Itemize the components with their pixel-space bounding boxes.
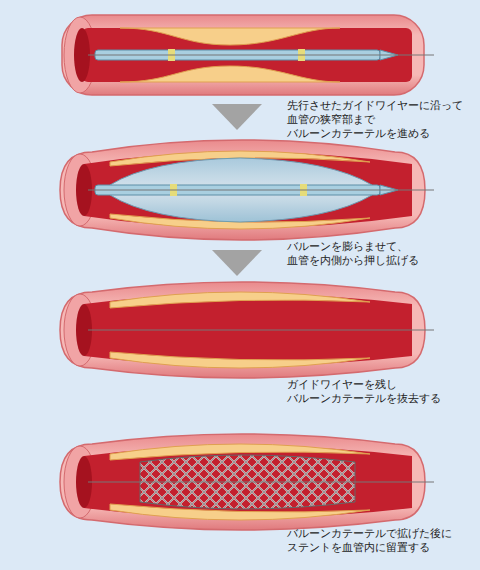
step-caption: 先行させたガイドワイヤーに沿って 血管の狭窄部まで バルーンカテーテルを進める [287, 99, 307, 141]
step-arrow [212, 250, 262, 276]
step-caption: バルーンカテーテルで拡げた後に ステントを血管内に留置する [287, 527, 307, 555]
step-caption: バルーンを膨らませて、 血管を内側から押し拡げる [287, 240, 307, 268]
step-caption: ガイドワイヤーを残し バルーンカテーテルを抜去する [287, 378, 307, 406]
step-arrow [212, 104, 262, 130]
vessel-panel-3 [60, 282, 434, 378]
vessel-panel-4 [60, 434, 434, 530]
vessel-panel-1 [62, 15, 434, 95]
vessel-panel-2 [60, 140, 434, 240]
